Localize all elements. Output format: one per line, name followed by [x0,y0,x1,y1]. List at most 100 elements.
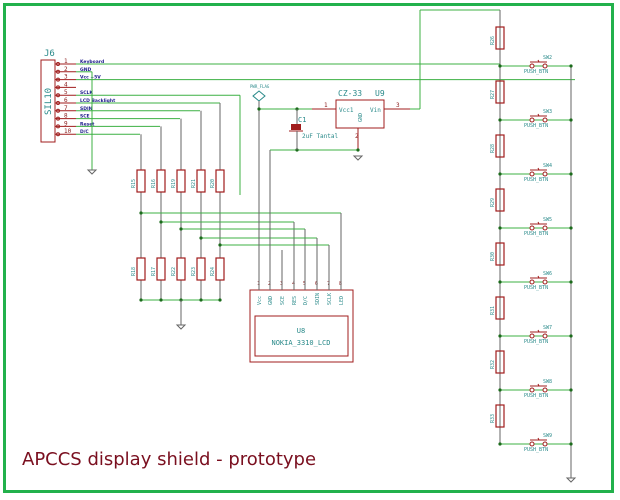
switch-contact [542,63,548,69]
regulator-pin2: 2 [355,133,359,140]
ground-icon [565,477,577,483]
switch-contact [529,279,535,285]
switch-actuator [537,275,540,279]
regulator-out-label: Vin [370,107,381,114]
resistor-body [495,188,505,212]
switch-contact [542,117,548,123]
resistor-label: R29 [490,198,496,207]
ground-icon [352,155,364,161]
switch-ref: SW3 [543,109,552,115]
capacitor-c1[interactable]: C1 2uF Tantal [289,116,339,140]
resistor-label: R28 [490,144,496,153]
switch-value: PUSH_BTN [524,393,548,399]
connector-pin-number: 2 [64,66,68,73]
resistor-body [156,169,166,193]
junction-dot [257,107,261,111]
pin-circle [56,124,60,129]
switches: SW2PUSH_BTNSW3PUSH_BTNSW4PUSH_BTNSW5PUSH… [524,55,552,453]
regulator-ref: U9 [375,89,385,98]
resistor-body [156,257,166,281]
switch-actuator [537,383,540,387]
net-label: Keyboard [80,59,104,65]
resistor-label: R18 [131,267,137,276]
lcd-pin-label: SDIN [315,293,321,305]
connector-pin-number: 7 [64,105,68,112]
lcd-pin-label: LED [339,296,345,305]
switch-ref: SW9 [543,433,552,439]
resistor-body [136,257,146,281]
switch-contact [542,387,548,393]
connector-pin-number: 1 [64,58,68,65]
switch-actuator [537,167,540,171]
pin-circle [56,132,60,137]
switch-contact [529,441,535,447]
regulator-pin1: 1 [324,102,328,109]
wires [76,9,575,478]
junction-dot [498,172,502,176]
lcd-pin-label: D/C [303,296,309,305]
resistor-body [136,169,146,193]
lcd-u8[interactable]: U8 NOKIA_3310_LCD 1Vcc2GND3SCE4RES5D/C6S… [249,274,354,363]
resistor-label: R15 [131,179,137,188]
junction-dot [498,226,502,230]
resistor-body [215,257,225,281]
resistor-label: R22 [171,267,177,276]
junction-dot [218,243,222,247]
switch-contact [529,171,535,177]
lcd-pin-label: SCE [280,296,286,305]
resistor-body [196,257,206,281]
switch-value: PUSH_BTN [524,123,548,129]
ground-icon [175,324,187,330]
junction-dot [498,118,502,122]
junction-dot [569,280,573,284]
pin-circle [56,85,60,90]
pin-circle [56,101,60,105]
junction-dot [199,236,203,240]
resistor-body [495,404,505,428]
switch-value: PUSH_BTN [524,231,548,237]
schematic-caption: APCCS display shield - prototype [22,449,317,470]
switch-ref: SW7 [543,325,552,331]
switch-actuator [537,59,540,63]
resistor-label: R32 [490,360,496,369]
lcd-pin-label: RES [292,296,298,305]
junction-dot [569,388,573,392]
switch-value: PUSH_BTN [524,285,548,291]
junction-dot [139,211,143,215]
schematic-frame [3,3,614,493]
resistor-body [495,134,505,158]
pwr-flag-label: PWR_FLAG [250,84,270,89]
junction-dot [159,298,163,302]
switch-value: PUSH_BTN [524,177,548,183]
junction-dot [498,334,502,338]
junction-dot [498,280,502,284]
resistor-body [196,169,206,193]
regulator-gnd-label: GND [358,113,364,122]
switch-ref: SW6 [543,271,552,277]
junction-dot [569,118,573,122]
regulator-u9[interactable]: CZ-33 U9 Vcc1 Vin GND 1 3 2 [312,89,410,150]
pin-circle [56,108,60,113]
switch-contact [529,225,535,231]
switch-value: PUSH_BTN [524,69,548,75]
net-label: Vcc +5V [80,75,101,81]
capacitor-ref: C1 [298,116,306,124]
lcd-pin-label: GND [268,296,274,305]
regulator-in-label: Vcc1 [339,107,354,114]
net-label: LCD Backlight [80,98,116,104]
resistor-body [495,296,505,320]
resistor-body [215,169,225,193]
connector-pin-number: 10 [64,128,72,135]
connector-pin-number: 9 [64,120,68,127]
junction-dot [498,442,502,446]
net-label: GND [80,67,91,73]
switch-value: PUSH_BTN [524,339,548,345]
resistor-body [176,257,186,281]
resistor-label: R20 [210,179,216,188]
junction-dot [569,172,573,176]
switch-ref: SW5 [543,217,552,223]
resistor-body [495,80,505,104]
net-label: Reset [80,121,95,127]
